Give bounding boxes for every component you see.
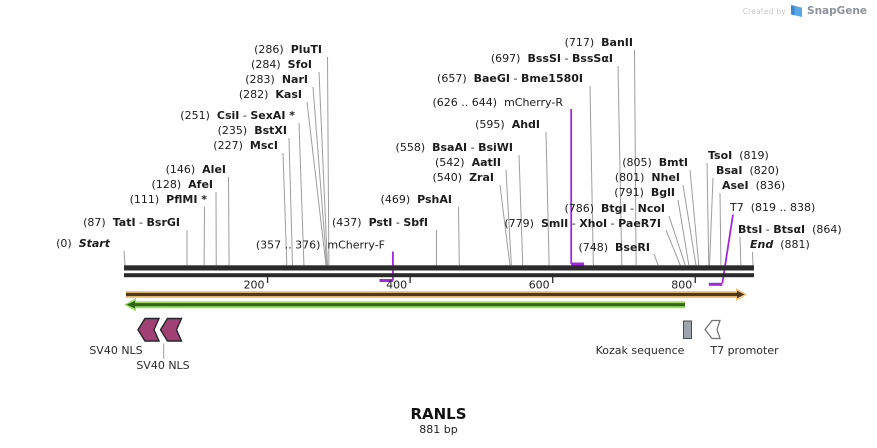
enzyme-site-label-BssSI[interactable]: (697) BssSI - BssSαI bbox=[491, 52, 613, 65]
sv40-nls-arrow-2[interactable] bbox=[159, 317, 183, 342]
enzyme-site-label-NheI[interactable]: (801) NheI bbox=[615, 171, 680, 184]
feature-label-sv40-nls-1[interactable]: SV40 NLS bbox=[136, 359, 189, 372]
enzyme-site-label-PstI[interactable]: (437) PstI - SbfI bbox=[332, 216, 428, 229]
enzyme-site-line-ZraI bbox=[499, 184, 511, 266]
sequence-title: RANLS bbox=[410, 405, 467, 423]
primer-line-T7 bbox=[721, 214, 734, 284]
created-by-text: Created by bbox=[742, 6, 787, 16]
enzyme-site-line-End bbox=[752, 251, 754, 266]
enzyme-site-label-BsaAI[interactable]: (558) BsaAI - BsiWI bbox=[396, 141, 513, 154]
enzyme-site-label-MscI[interactable]: (227) MscI bbox=[213, 139, 278, 152]
enzyme-site-label-ZraI[interactable]: (540) ZraI bbox=[432, 171, 494, 184]
enzyme-site-label-BglI[interactable]: (791) BglI bbox=[614, 186, 675, 199]
enzyme-site-line-SfoI bbox=[318, 71, 328, 266]
sequence-bar-bottom bbox=[124, 273, 754, 278]
enzyme-site-label-BanII[interactable]: (717) BanII bbox=[565, 36, 633, 49]
sequence-length: 881 bp bbox=[419, 423, 458, 436]
enzyme-site-label-SfoI[interactable]: (284) SfoI bbox=[251, 58, 312, 71]
ruler-tick-label-800: 800 bbox=[671, 279, 692, 292]
feature-label-t7-promoter-3[interactable]: T7 promoter bbox=[709, 344, 779, 357]
ruler-tick-label-600: 600 bbox=[529, 279, 550, 292]
enzyme-site-label-AleI[interactable]: (146) AleI bbox=[166, 163, 226, 176]
sv40-nls-arrow-1[interactable] bbox=[137, 317, 161, 342]
enzyme-site-line-BsaI bbox=[709, 177, 714, 266]
feature-label-sv40-nls-0[interactable]: SV40 NLS bbox=[89, 344, 142, 357]
enzyme-site-line-BtsI bbox=[739, 236, 742, 266]
enzyme-site-line-BglI bbox=[677, 199, 690, 266]
kozak-sequence-box[interactable] bbox=[683, 320, 692, 339]
enzyme-site-line-AhdI bbox=[545, 131, 550, 266]
enzyme-site-line-AleI bbox=[228, 176, 230, 266]
snapgene-flag-icon bbox=[791, 5, 803, 17]
enzyme-site-line-BtgI bbox=[668, 215, 686, 266]
enzyme-site-line-BsaAI bbox=[518, 154, 524, 266]
enzyme-site-line-CsiI bbox=[298, 122, 305, 266]
snapgene-attribution: Created by SnapGene bbox=[743, 3, 867, 19]
enzyme-site-label-BseRI[interactable]: (748) BseRI bbox=[578, 241, 650, 254]
enzyme-site-line-PshAI bbox=[458, 206, 460, 266]
enzyme-site-label-BtsI[interactable]: BtsI - BtsαI (864) bbox=[738, 223, 842, 236]
snapgene-brand-text: SnapGene bbox=[807, 5, 867, 17]
enzyme-site-label-BtgI[interactable]: (786) BtgI - NcoI bbox=[564, 202, 665, 215]
enzyme-site-line-PluTI bbox=[327, 56, 330, 266]
enzyme-site-label-CsiI[interactable]: (251) CsiI - SexAI * bbox=[180, 109, 295, 122]
ruler-tick-label-200: 200 bbox=[244, 279, 265, 292]
sequence-title-block: RANLS 881 bp bbox=[0, 406, 877, 437]
enzyme-site-line-BseRI bbox=[653, 253, 659, 266]
enzyme-site-line-AseI bbox=[719, 192, 722, 266]
primer-label-T7[interactable]: T7 (819 .. 838) bbox=[729, 201, 815, 214]
t7-promoter-arrow[interactable] bbox=[704, 319, 721, 340]
enzyme-site-label-AhdI[interactable]: (595) AhdI bbox=[475, 118, 540, 131]
enzyme-site-label-PluTI[interactable]: (286) PluTI bbox=[254, 43, 322, 56]
enzyme-site-line-MscI bbox=[282, 152, 288, 266]
enzyme-site-label-AfeI[interactable]: (128) AfeI bbox=[152, 178, 213, 191]
enzyme-site-label-TatI[interactable]: (87) TatI - BsrGI bbox=[83, 216, 180, 229]
enzyme-site-label-BmtI[interactable]: (805) BmtI bbox=[622, 156, 688, 169]
enzyme-site-line-BmtI bbox=[689, 169, 700, 266]
feature-label-kozak-sequence-2[interactable]: Kozak sequence bbox=[596, 344, 685, 357]
enzyme-site-line-BssSI bbox=[617, 65, 623, 266]
enzyme-site-label-PflMI[interactable]: (111) PflMI * bbox=[130, 193, 208, 206]
ruler-tick-label-400: 400 bbox=[386, 279, 407, 292]
enzyme-site-line-NheI bbox=[682, 184, 697, 266]
enzyme-site-label-AatII[interactable]: (542) AatII bbox=[435, 156, 501, 169]
enzyme-site-line-NarI bbox=[312, 86, 328, 266]
orf-arrow-reverse-core bbox=[126, 300, 685, 309]
primer-label-mCherry-R[interactable]: (626 .. 644) mCherry-R bbox=[433, 96, 564, 109]
enzyme-site-label-AseI[interactable]: AseI (836) bbox=[722, 179, 785, 192]
enzyme-site-line-BaeGI bbox=[589, 85, 594, 266]
enzyme-site-label-Start[interactable]: (0) Start bbox=[56, 237, 111, 250]
enzyme-site-label-NarI[interactable]: (283) NarI bbox=[245, 73, 308, 86]
primer-label-mCherry-F[interactable]: (357 .. 376) mCherry-F bbox=[256, 239, 385, 252]
enzyme-site-line-TsoI bbox=[706, 162, 710, 266]
orf-arrow-forward-core bbox=[126, 290, 745, 299]
enzyme-site-line-BanII bbox=[634, 49, 637, 266]
enzyme-site-label-BaeGI[interactable]: (657) BaeGI - Bme1580I bbox=[437, 72, 583, 85]
enzyme-site-label-TsoI[interactable]: TsoI (819) bbox=[708, 149, 769, 162]
sequence-bar-top bbox=[124, 265, 754, 271]
enzyme-site-label-PshAI[interactable]: (469) PshAI bbox=[381, 193, 452, 206]
enzyme-site-line-AatII bbox=[505, 169, 512, 266]
enzyme-site-label-SmlI[interactable]: (779) SmlI - XhoI - PaeR7I bbox=[504, 217, 661, 230]
enzyme-site-line-SmlI bbox=[665, 229, 681, 266]
enzyme-site-label-BstXI[interactable]: (235) BstXI bbox=[218, 124, 287, 137]
enzyme-site-label-KasI[interactable]: (282) KasI bbox=[239, 88, 302, 101]
enzyme-site-label-End[interactable]: End (881) bbox=[750, 238, 810, 251]
enzyme-site-line-Start bbox=[123, 250, 126, 266]
enzyme-site-line-KasI bbox=[306, 101, 327, 266]
enzyme-site-line-BstXI bbox=[288, 137, 294, 266]
enzyme-site-label-BsaI[interactable]: BsaI (820) bbox=[716, 164, 779, 177]
